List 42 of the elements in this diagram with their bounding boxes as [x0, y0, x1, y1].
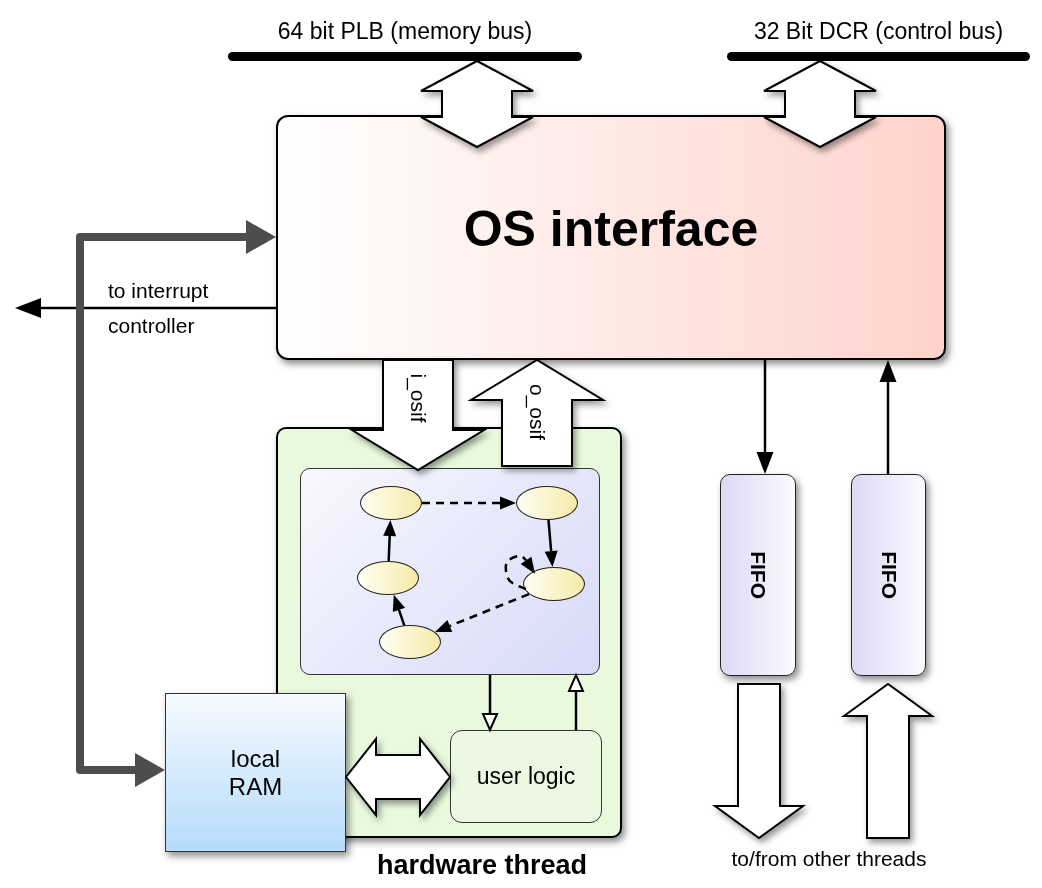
edge-label: i_osif	[406, 373, 430, 423]
state-ellipse	[523, 567, 585, 601]
block-arrow	[763, 59, 877, 149]
state-ellipse	[357, 561, 419, 595]
memory-box	[165, 693, 346, 852]
box-title: OS interface	[463, 200, 759, 259]
box-label: user logic	[476, 763, 576, 790]
block-arrow	[344, 736, 452, 818]
arrow	[15, 298, 276, 318]
box-label: local RAM	[227, 744, 284, 801]
block-arrow	[348, 359, 488, 472]
logic-box	[450, 730, 602, 823]
fifo-box	[851, 474, 926, 676]
dashed-arrow	[422, 496, 516, 510]
state-ellipse	[379, 625, 441, 659]
state-ellipse	[360, 486, 422, 520]
bus-label: 32 Bit DCR (control bus)	[753, 17, 1004, 44]
state-machine-panel	[300, 468, 600, 675]
edge-label: to interrupt controller	[108, 278, 210, 339]
block-arrow	[840, 682, 936, 839]
arrow	[383, 520, 397, 562]
box-label: FIFO	[876, 551, 901, 599]
loop-arrow	[504, 554, 536, 591]
block-arrow	[711, 683, 807, 840]
panel-title: hardware thread	[376, 850, 588, 882]
caption-text: to/from other threads	[700, 844, 958, 874]
state-ellipse	[516, 486, 578, 520]
arrow	[879, 360, 897, 474]
edge-label: o_osif	[525, 384, 549, 440]
block-arrow	[420, 59, 534, 149]
fifo-box	[720, 474, 796, 676]
box-label: FIFO	[746, 551, 771, 599]
arrow	[392, 594, 406, 626]
arrow	[568, 674, 584, 730]
bus-label: 64 bit PLB (memory bus)	[277, 17, 533, 44]
arrow	[482, 675, 498, 731]
dashed-arrow	[435, 592, 530, 632]
block-arrow	[467, 358, 607, 467]
arrow	[76, 220, 276, 787]
arrow	[544, 519, 558, 567]
arrow	[756, 360, 774, 474]
interface-box	[276, 115, 946, 360]
